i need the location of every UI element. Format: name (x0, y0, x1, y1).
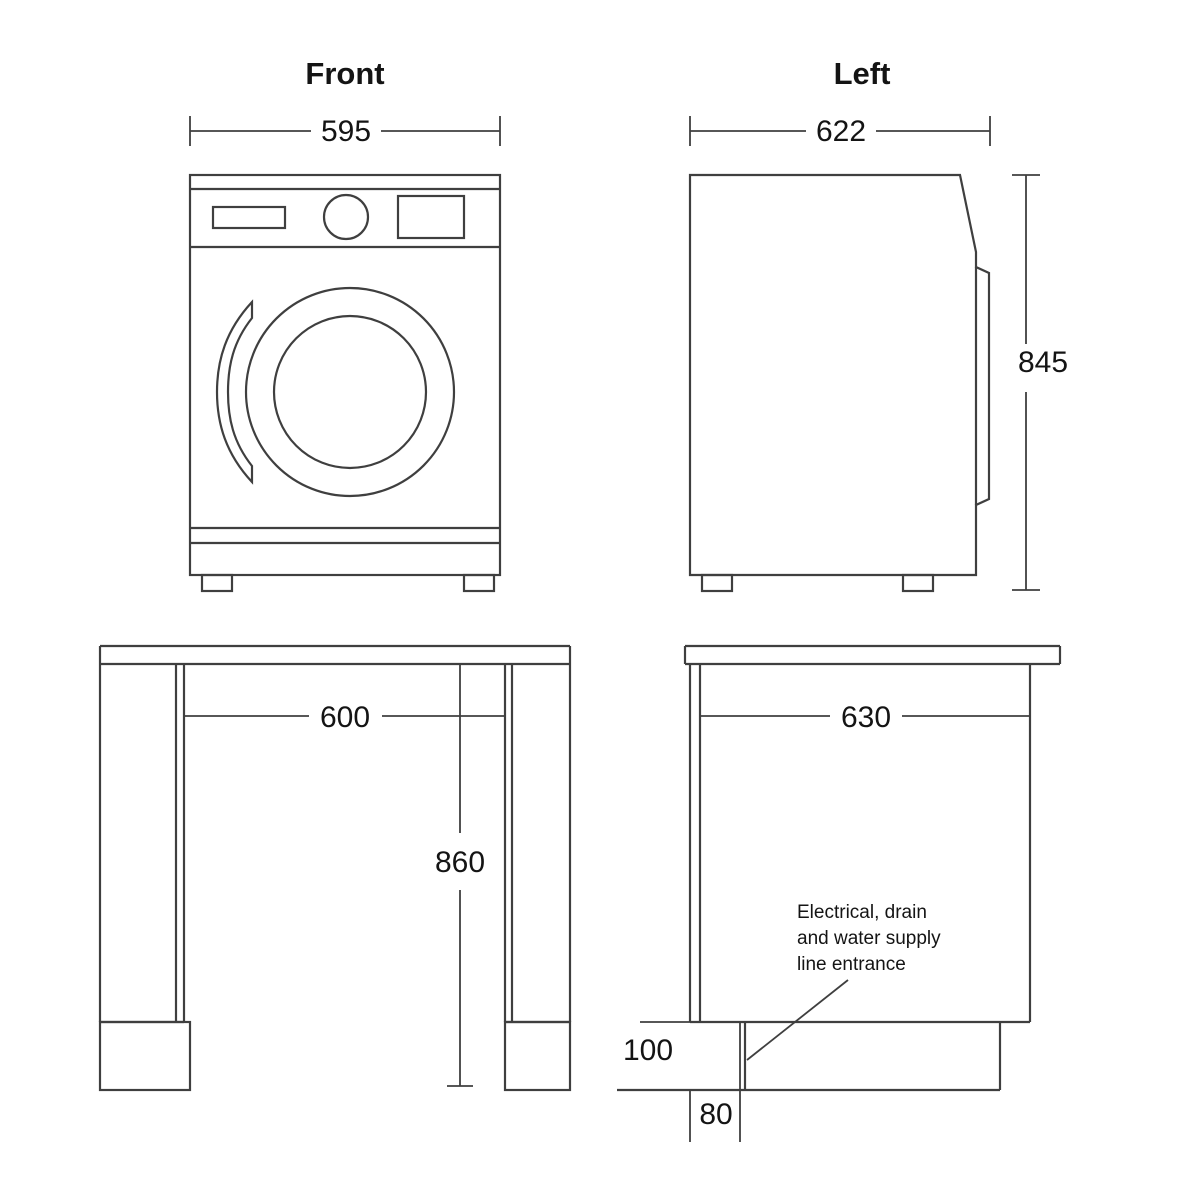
cabinet-section (688, 664, 1032, 1024)
right-foot (462, 573, 496, 593)
front-machine-drawing (188, 173, 502, 593)
left-view-title: Left (834, 56, 891, 91)
note-line-2: and water supply (797, 928, 941, 949)
utilities-note: Electrical, drain and water supply line … (746, 902, 941, 1061)
note-leader-line (746, 979, 849, 1061)
cutout-width-label: 600 (320, 701, 370, 734)
left-foot (200, 573, 234, 593)
door-outer-circle (244, 286, 456, 498)
front-view: Front 595 (188, 56, 502, 593)
recess-height-dimension: 100 (623, 1021, 690, 1067)
front-width-label: 595 (321, 115, 371, 148)
recess-height-label: 100 (623, 1034, 673, 1067)
countertop-side (683, 644, 1062, 666)
left-height-dimension: 845 (1012, 174, 1068, 591)
program-knob (322, 193, 370, 241)
panel-base (98, 1020, 192, 1092)
note-line-3: line entrance (797, 954, 906, 975)
recess-depth-label: 80 (699, 1098, 732, 1131)
plinth (617, 1022, 1002, 1092)
left-cabinet-panel (98, 664, 192, 1092)
cutout-height-label: 860 (435, 846, 485, 879)
cutout-depth-dimension: 630 (700, 701, 1030, 734)
right-foot (901, 573, 935, 593)
recess-depth-dimension: 80 (689, 1022, 741, 1142)
panel-base (503, 1020, 572, 1092)
cutout-depth-label: 630 (841, 701, 891, 734)
side-machine-drawing (688, 173, 991, 593)
side-outline (688, 173, 991, 577)
cutout-width-dimension: 600 (184, 701, 505, 734)
detergent-drawer (211, 205, 287, 230)
door-handle (215, 299, 254, 485)
cutout-side-view: 630 Electrical, drain and water supply l… (617, 644, 1062, 1142)
display-panel (396, 194, 466, 240)
right-cabinet-panel (503, 664, 572, 1092)
left-foot (700, 573, 734, 593)
countertop (98, 644, 572, 666)
front-view-title: Front (305, 56, 384, 91)
left-depth-label: 622 (816, 115, 866, 148)
door-inner-circle (272, 314, 428, 470)
machine-outline (188, 173, 502, 577)
left-view: Left 622 845 (688, 56, 1068, 593)
left-height-label: 845 (1018, 346, 1068, 379)
front-width-dimension: 595 (189, 115, 501, 148)
note-line-1: Electrical, drain (797, 902, 927, 923)
cutout-height-dimension: 860 (435, 664, 485, 1087)
left-depth-dimension: 622 (689, 115, 991, 148)
cutout-front-view: 600 860 (98, 644, 572, 1092)
